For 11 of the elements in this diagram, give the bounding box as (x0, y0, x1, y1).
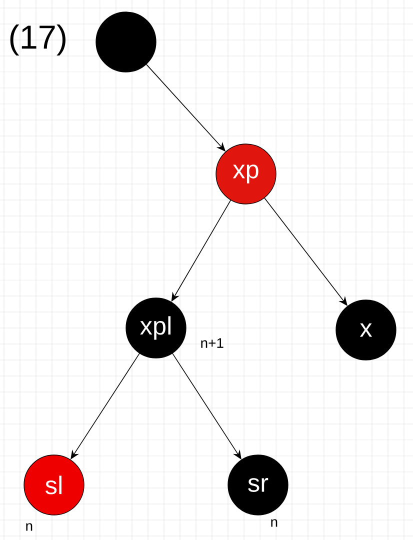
height-label: n+1 (201, 338, 224, 348)
height-label: n (26, 523, 32, 531)
figure-number: (17) (10, 24, 66, 56)
arrow (264, 198, 348, 306)
tree-node: sr (228, 454, 288, 516)
tree-node: xp (216, 144, 276, 204)
tree-node: xpl (126, 298, 186, 358)
tree-node: sl (24, 454, 84, 516)
height-label: n (271, 519, 278, 527)
empty-node (96, 12, 156, 72)
tree-node: x (336, 300, 396, 360)
